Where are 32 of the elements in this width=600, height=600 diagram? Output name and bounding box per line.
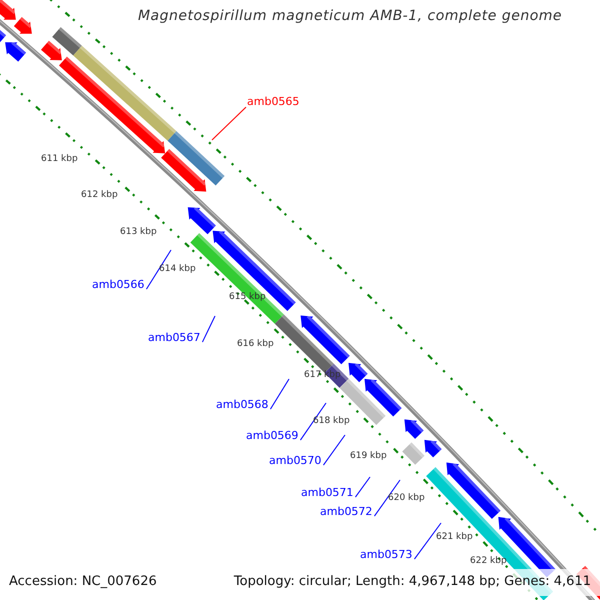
scale-label: 621 kbp — [436, 533, 473, 543]
scale-label: 616 kbp — [237, 340, 274, 350]
leader-line — [300, 402, 326, 441]
leader-line — [212, 106, 246, 140]
leader-line — [322, 434, 346, 466]
scale-label: 614 kbp — [159, 265, 196, 275]
leader-line — [354, 476, 370, 498]
gene-label: amb0568 — [216, 399, 268, 412]
gene-label: amb0565 — [247, 96, 300, 108]
footer-text: Topology: circular; Length: 4,967,148 bp; Genes: 4,611 — [234, 575, 591, 590]
leader-line — [414, 522, 442, 560]
gene-label: amb0573 — [360, 549, 412, 562]
gene-label: amb0571 — [301, 487, 354, 500]
gene-label: amb0567 — [148, 332, 200, 344]
gene-label: amb0572 — [320, 506, 372, 518]
title: Magnetospirillum magneticum AMB-1, complete genome — [136, 9, 564, 24]
leader-line — [374, 480, 400, 517]
leader-line — [146, 250, 172, 290]
scale-label: 622 kbp — [470, 557, 507, 567]
scale-label: 619 kbp — [350, 452, 387, 462]
scale-label: 615 kbp — [229, 293, 266, 303]
gene-label: amb0566 — [92, 279, 144, 292]
leader-line — [270, 378, 290, 410]
scale-label: 611 kbp — [41, 155, 78, 165]
scale-label: 620 kbp — [388, 494, 425, 504]
footer-text: Accession: NC_007626 — [9, 575, 157, 590]
scale-label: 613 kbp — [120, 228, 157, 238]
scale-label: 618 kbp — [313, 417, 350, 427]
leader-line — [202, 316, 216, 343]
gene-label: amb0570 — [269, 455, 322, 468]
gene-label: amb0569 — [246, 430, 298, 442]
scale-label: 612 kbp — [81, 191, 118, 201]
